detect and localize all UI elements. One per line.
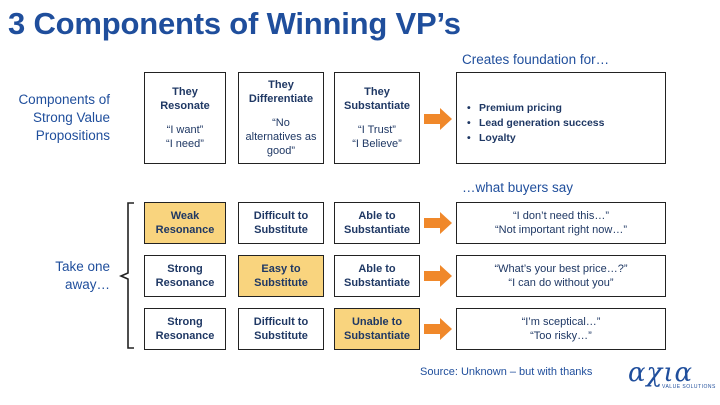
row2-buyer-quote: “What’s your best price…?” “I can do wit… — [456, 255, 666, 297]
component-quote: “I Believe” — [352, 138, 402, 150]
component-quote: alternatives as — [245, 131, 317, 143]
components-label-line: Propositions — [35, 128, 110, 143]
cell-line: Difficult to — [253, 316, 309, 328]
cell-line: Resonance — [155, 330, 215, 342]
component-quote: “I Trust” — [358, 124, 396, 136]
row2-substantiate-cell: Able to Substantiate — [334, 255, 420, 297]
foundation-box: Premium pricing Lead generation success … — [456, 72, 666, 164]
bracket — [118, 202, 134, 349]
cell-line: Able to — [358, 210, 396, 222]
component-box-resonate: They Resonate “I want” “I need” — [144, 72, 226, 164]
cell-line: Unable to — [351, 316, 403, 328]
cell-line: Strong — [167, 263, 203, 275]
cell-line: Able to — [358, 263, 396, 275]
components-label-line: Strong Value — [32, 110, 110, 125]
buyer-quote-line: “I can do without you” — [508, 277, 614, 289]
foundation-heading: Creates foundation for… — [462, 52, 610, 67]
buyers-heading: …what buyers say — [462, 180, 574, 195]
takeaway-label: Take one away… — [8, 258, 110, 294]
cell-line: Difficult to — [253, 210, 309, 222]
component-title: They — [364, 86, 390, 98]
foundation-item: Lead generation success — [467, 116, 604, 131]
component-quote: good” — [266, 145, 296, 157]
foundation-item: Loyalty — [467, 131, 604, 146]
cell-line: Resonance — [155, 277, 215, 289]
component-title: They — [172, 86, 198, 98]
buyer-quote-line: “Too risky…” — [530, 330, 592, 342]
cell-line: Substitute — [254, 277, 308, 289]
row2-substitute-cell: Easy to Substitute — [238, 255, 324, 297]
takeaway-label-line: Take one — [55, 259, 110, 274]
cell-line: Substantiate — [343, 330, 410, 342]
row1-substantiate-cell: Able to Substantiate — [334, 202, 420, 244]
cell-line: Substantiate — [343, 224, 410, 236]
cell-line: Weak — [170, 210, 200, 222]
component-box-substantiate: They Substantiate “I Trust” “I Believe” — [334, 72, 420, 164]
row1-substitute-cell: Difficult to Substitute — [238, 202, 324, 244]
page-title: 3 Components of Winning VP’s — [8, 6, 461, 41]
row1-buyer-quote: “I don’t need this…” “Not important righ… — [456, 202, 666, 244]
component-box-differentiate: They Differentiate “No alternatives as g… — [238, 72, 324, 164]
row3-resonance-cell: Strong Resonance — [144, 308, 226, 350]
components-label: Components of Strong Value Propositions — [8, 91, 110, 145]
row2-resonance-cell: Strong Resonance — [144, 255, 226, 297]
component-quote: “I need” — [166, 138, 204, 150]
takeaway-label-line: away… — [64, 277, 110, 292]
buyer-quote-line: “I’m sceptical…” — [521, 316, 601, 328]
component-title: Substantiate — [343, 100, 410, 112]
row1-resonance-cell: Weak Resonance — [144, 202, 226, 244]
component-title: Differentiate — [248, 93, 314, 105]
row3-buyer-quote: “I’m sceptical…” “Too risky…” — [456, 308, 666, 350]
cell-line: Easy to — [261, 263, 301, 275]
source-note: Source: Unknown – but with thanks — [420, 366, 593, 378]
buyer-quote-line: “What’s your best price…?” — [494, 263, 628, 275]
arrow-right-icon — [424, 265, 452, 287]
components-label-line: Components of — [18, 92, 110, 107]
component-title: They — [268, 79, 294, 91]
cell-line: Resonance — [155, 224, 215, 236]
logo-subtitle: VALUE SOLUTIONS — [662, 384, 716, 390]
arrow-right-icon — [424, 108, 452, 130]
cell-line: Substitute — [254, 330, 308, 342]
foundation-item: Premium pricing — [467, 101, 604, 116]
row3-substitute-cell: Difficult to Substitute — [238, 308, 324, 350]
cell-line: Substantiate — [343, 277, 410, 289]
component-quote: “I want” — [166, 124, 204, 136]
row3-substantiate-cell: Unable to Substantiate — [334, 308, 420, 350]
arrow-right-icon — [424, 212, 452, 234]
cell-line: Strong — [167, 316, 203, 328]
buyer-quote-line: “Not important right now…” — [494, 224, 628, 236]
buyer-quote-line: “I don’t need this…” — [513, 210, 609, 222]
cell-line: Substitute — [254, 224, 308, 236]
arrow-right-icon — [424, 318, 452, 340]
axia-logo: αχια VALUE SOLUTIONS — [628, 358, 716, 400]
logo-word: αχια — [628, 358, 694, 388]
component-title: Resonate — [160, 100, 210, 112]
component-quote: “No — [272, 117, 290, 129]
